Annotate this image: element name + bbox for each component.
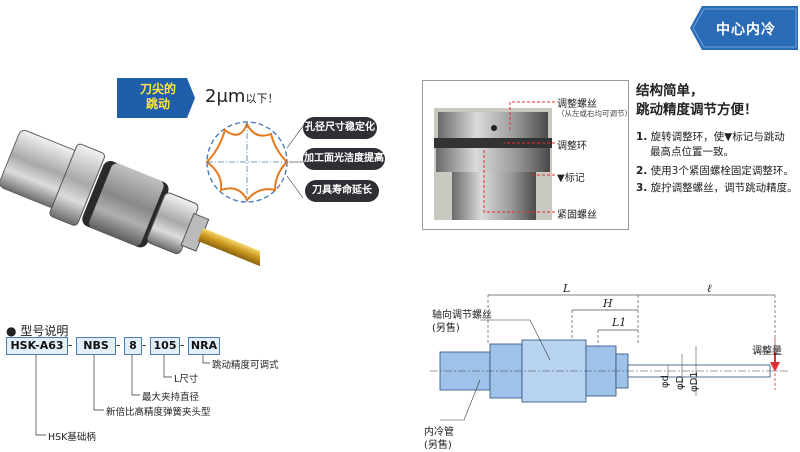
step-1-line2: 最高点位置一致。 [650, 146, 734, 158]
dim-H: H [603, 297, 613, 310]
dim-L1: L1 [612, 316, 627, 329]
runout-value: 2μm以下！ [205, 86, 278, 107]
features-title-line2: 跳动精度调节方便！ [636, 102, 758, 118]
label-axial-screw-line1: 轴向调节螺丝 [432, 310, 492, 321]
model-heading-text: 型号说明 [20, 324, 69, 338]
label-axial-screw: 轴向调节螺丝 (另售) [432, 309, 492, 335]
runout-suffix: 以下！ [245, 92, 279, 105]
annotation-105: L尺寸 [174, 374, 199, 385]
benefit-pill-2: 加工面光洁度提高 [303, 148, 385, 170]
label-coolant-pipe-line1: 内冷管 [424, 427, 454, 438]
callout-adjust-screw: 调整螺丝 [557, 99, 597, 110]
runout-banner-line1: 刀尖的 [139, 82, 176, 96]
code-dash: - [180, 338, 185, 352]
label-adjust-amount: 调整量 [752, 346, 782, 357]
step-1-number: 1. [636, 131, 648, 143]
code-hsk: HSK-A63 [6, 337, 68, 355]
step-3: 3. 旋拧调整螺丝，调节跳动精度。 [636, 181, 798, 196]
badge-label: 中心内冷 [716, 22, 776, 38]
code-diameter: 8 [124, 337, 142, 355]
step-2-line1: 使用3个紧固螺栓固定调整环。 [650, 165, 794, 177]
annotation-8: 最大夹持直径 [142, 392, 200, 403]
code-type: NRA [188, 337, 220, 355]
callout-mark: ▼标记 [557, 173, 585, 184]
runout-banner-text: 刀尖的 跳动 [128, 82, 188, 112]
dim-phi-d: φd [660, 375, 671, 388]
model-heading: ● 型号说明 [6, 322, 68, 339]
label-coolant-pipe-line2: (另售) [424, 440, 452, 451]
step-3-line1: 旋拧调整螺丝，调节跳动精度。 [650, 182, 798, 194]
runout-number: 2μm [205, 86, 246, 107]
tool-holder-image [0, 129, 260, 286]
runout-banner-line2: 跳动 [145, 97, 170, 111]
benefit-pill-1: 孔径尺寸稳定化 [303, 117, 377, 139]
label-coolant-pipe: 内冷管 (另售) [424, 426, 454, 452]
dim-phi-D1: φD1 [689, 371, 700, 392]
step-3-number: 3. [636, 182, 648, 194]
callout-lock-screw: 紧固螺丝 [557, 210, 597, 221]
bullet-icon: ● [6, 324, 17, 338]
dim-L: L [563, 282, 571, 295]
adjustment-photo [434, 108, 552, 220]
photo-callout-lines [483, 101, 555, 213]
dim-phi-D: φD [675, 375, 686, 390]
dim-ell: ℓ [707, 282, 712, 295]
callout-adjust-ring: 调整环 [557, 141, 587, 152]
benefit-pill-3: 刀具寿命延长 [305, 180, 379, 202]
callout-adjust-screw-note: （从左或右均可调节） [557, 109, 632, 118]
annotation-nbs: 新倍比高精度弹簧夹头型 [106, 407, 211, 418]
step-2-number: 2. [636, 165, 648, 177]
internal-coolant-badge [690, 6, 798, 50]
code-length: 105 [150, 337, 180, 355]
step-1-line1: 旋转调整环，使▼标记与跳动 [650, 131, 785, 143]
label-axial-screw-line2: (另售) [432, 323, 460, 334]
annotation-hsk: HSK基础柄 [48, 432, 96, 443]
runout-banner [117, 78, 195, 118]
code-dash: - [142, 338, 147, 352]
step-1: 1. 旋转调整环，使▼标记与跳动 最高点位置一致。 [636, 130, 785, 160]
code-dash: - [116, 338, 121, 352]
annotation-nra: 跳动精度可调式 [212, 360, 279, 371]
model-leader-lines [35, 355, 210, 436]
runout-circle-diagram [205, 121, 304, 203]
code-dash: - [68, 338, 73, 352]
code-nbs: NBS [76, 337, 116, 355]
features-title: 结构简单， 跳动精度调节方便！ [636, 82, 758, 120]
step-2: 2. 使用3个紧固螺栓固定调整环。 [636, 164, 794, 179]
technical-drawing [430, 294, 790, 421]
features-title-line1: 结构简单， [636, 83, 704, 99]
